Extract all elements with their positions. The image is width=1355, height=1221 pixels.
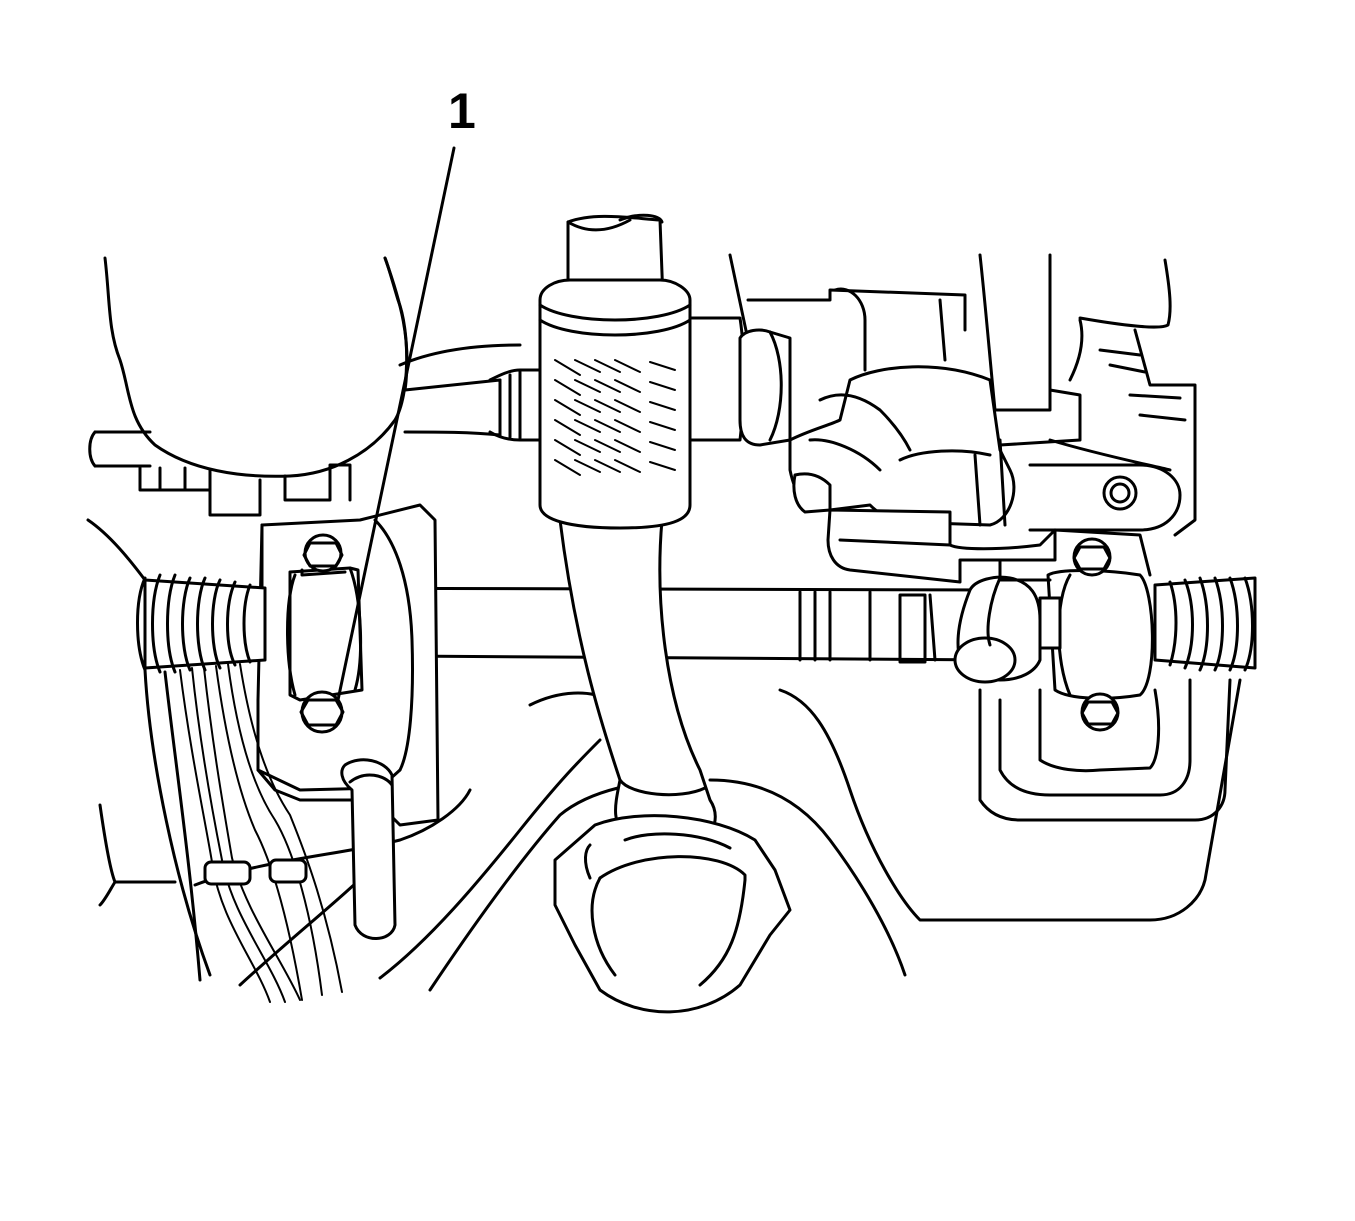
bolt-lower-left (299, 690, 345, 734)
right-mount-bracket-plate (998, 528, 1192, 797)
steering-coupling-boot (553, 814, 792, 1014)
callout-1-leader-line (336, 146, 456, 702)
left-upper-housing (88, 256, 409, 517)
callout-1-label: 1 (448, 83, 476, 139)
left-pipe-line (398, 343, 542, 442)
callout-1: 1 (336, 83, 476, 702)
right-rack-boot (1153, 576, 1257, 672)
breather-tube (340, 758, 397, 940)
right-clamp-assembly (1038, 569, 1154, 700)
bolt-lower-right (1080, 692, 1120, 732)
left-rack-boot (136, 573, 267, 674)
wiring-harness (86, 518, 343, 1003)
tie-rod-joint (953, 575, 1042, 684)
right-upper-housing (728, 253, 1197, 537)
shaft-knurled-sleeve (538, 278, 692, 530)
lower-body-panel (193, 678, 1242, 992)
electrical-connector (788, 365, 1057, 584)
bolt-upper-left (302, 533, 344, 573)
pinion-housing (688, 316, 792, 447)
right-bracket (1028, 438, 1182, 532)
bolt-upper-right (1072, 537, 1112, 577)
